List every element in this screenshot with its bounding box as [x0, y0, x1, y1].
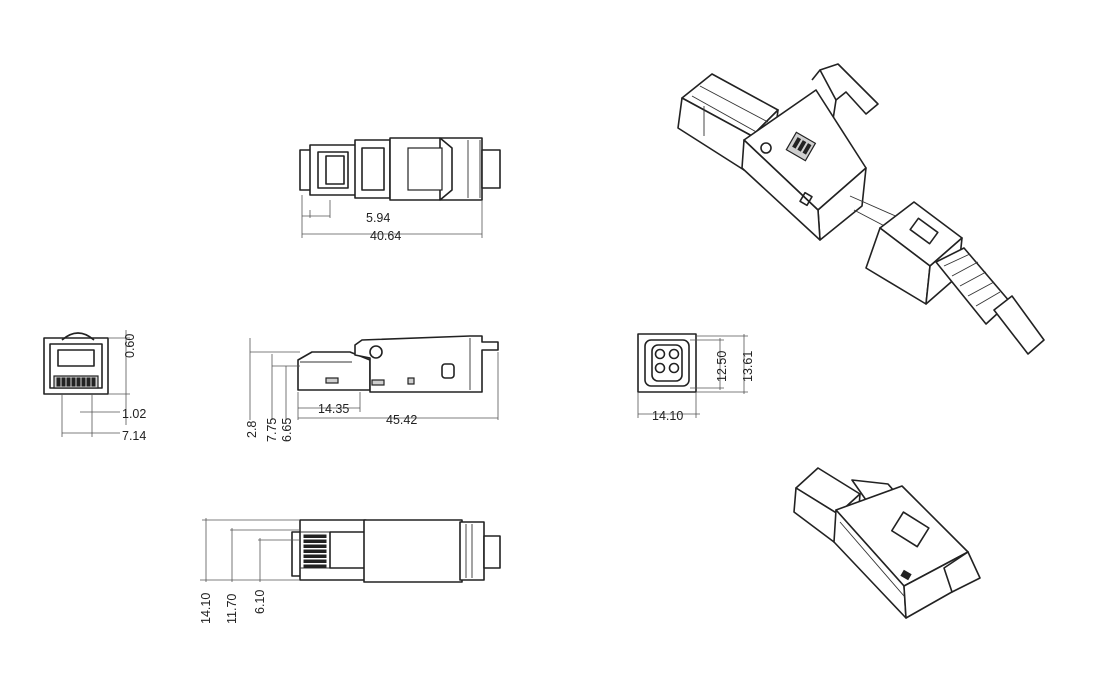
end-view-dimension-width: 14.10 — [652, 409, 683, 423]
side-view-dimension-overall: 45.42 — [386, 413, 417, 427]
end-view-dimension-outer-height: 13.61 — [741, 351, 755, 382]
end-view-dimension-inner-height: 12.50 — [715, 351, 729, 382]
side-view-dimension-h1: 2.8 — [245, 421, 259, 438]
front-view-dimension-width: 7.14 — [122, 429, 146, 443]
front-view — [43, 330, 130, 437]
end-view — [637, 333, 748, 418]
side-view-dimension-h3: 6.65 — [280, 418, 294, 442]
top-view-dimension-inner: 5.94 — [366, 211, 390, 225]
side-view-dimension-inner: 14.35 — [318, 402, 349, 416]
side-view-dimension-h2: 7.75 — [265, 418, 279, 442]
exploded-isometric-view — [677, 63, 1045, 355]
front-view-dimension-mid: 1.02 — [122, 407, 146, 421]
bottom-view-dimension-3: 6.10 — [253, 590, 267, 614]
front-view-dimension-top: 0.60 — [123, 334, 137, 358]
side-view — [249, 335, 499, 420]
top-view — [299, 137, 501, 238]
top-view-dimension-overall: 40.64 — [370, 229, 401, 243]
assembled-isometric-view — [793, 467, 981, 619]
bottom-view — [200, 518, 501, 583]
bottom-view-dimension-1: 14.10 — [199, 593, 213, 624]
bottom-view-dimension-2: 11.70 — [225, 594, 239, 624]
